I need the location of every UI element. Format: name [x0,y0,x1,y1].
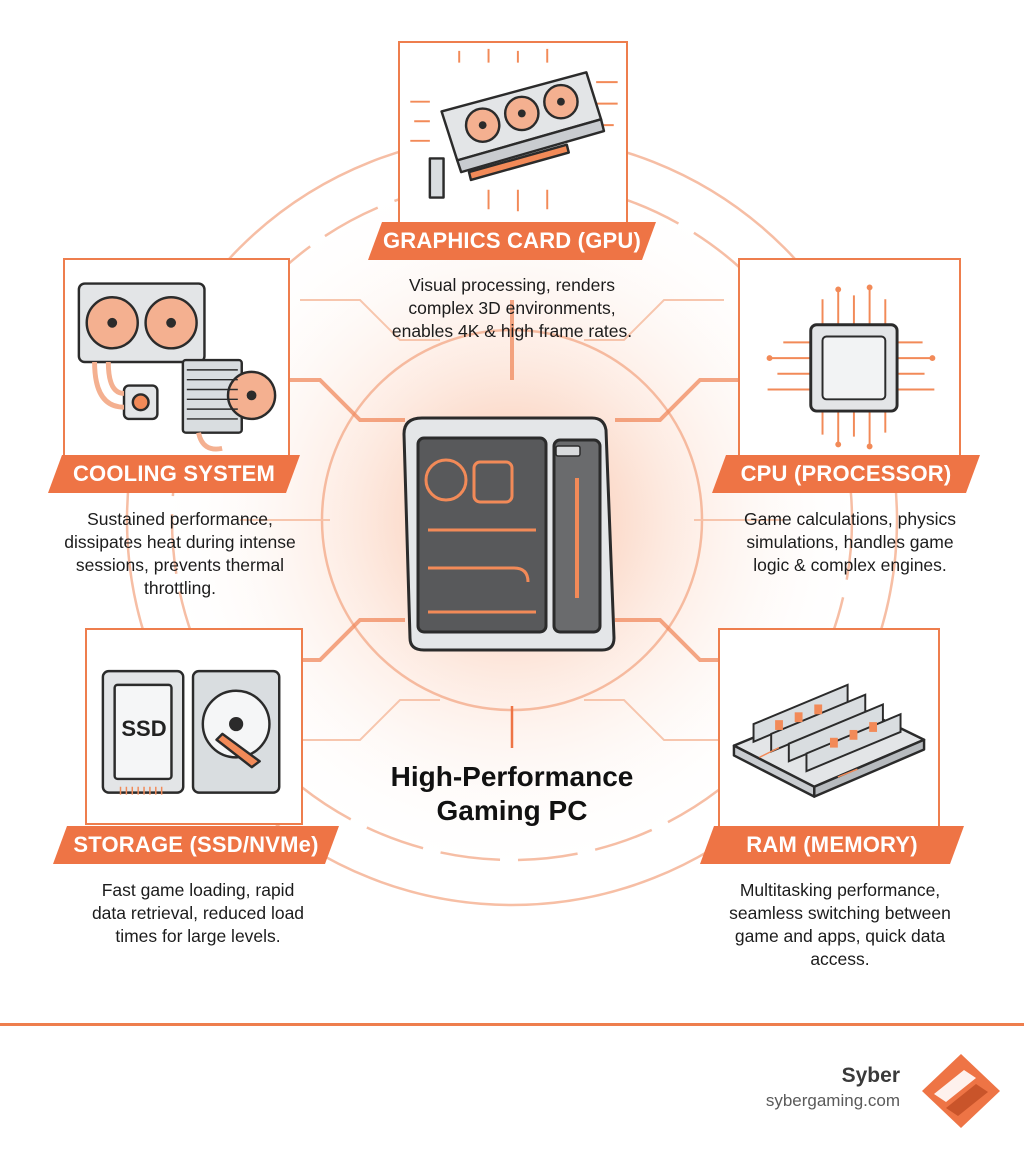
ram-desc-line-2: seamless switching between [729,903,951,923]
cpu-illustration-box [738,258,961,468]
ram-desc-line-3: game and apps, quick data [734,926,946,946]
ram-description: Multitasking performance, seamless switc… [680,879,1000,971]
ssd-label: SSD [121,716,167,741]
ram-desc-line-4: access. [810,949,870,969]
cooling-desc-line-2: dissipates heat during intense [64,532,296,552]
ram-desc-line-1: Multitasking performance, [739,880,941,900]
brand-url[interactable]: sybergaming.com [765,1091,900,1110]
gpu-description: Visual processing, renders complex 3D en… [344,274,680,343]
cooling-desc-line-1: Sustained performance, [87,509,273,529]
cooling-illustration-box [63,258,290,470]
center-title-line-2: Gaming PC [436,795,588,826]
storage-description: Fast game loading, rapid data retrieval,… [48,879,348,948]
storage-illustration-box: SSD [85,628,303,825]
syber-logo-icon [922,1054,1000,1128]
center-title: High-Performance Gaming PC [362,760,662,828]
brand-name: Syber [841,1064,900,1087]
cpu-processor-icon [766,284,936,450]
gpu-illustration-box [398,41,628,224]
cooling-desc-line-3: sessions, prevents thermal [75,555,285,575]
ram-illustration-box [718,628,940,828]
gpu-title-banner: GRAPHICS CARD (GPU) [368,222,656,260]
cooling-title-banner: COOLING SYSTEM [48,455,300,493]
footer-divider [0,1023,1024,1026]
gpu-desc-line-2: complex 3D environments, [408,298,616,318]
gpu-desc-line-1: Visual processing, renders [409,275,615,295]
storage-desc-line-3: times for large levels. [115,926,281,946]
cooling-system-icon [77,282,277,452]
ram-memory-icon [732,683,926,798]
cpu-desc-line-2: simulations, handles game [746,532,954,552]
storage-desc-line-1: Fast game loading, rapid [101,880,295,900]
gpu-desc-line-3: enables 4K & high frame rates. [391,321,633,341]
pc-case-icon [402,416,616,652]
cpu-title-banner: CPU (PROCESSOR) [712,455,980,493]
ram-title-banner: RAM (MEMORY) [700,826,964,864]
graphics-card-icon [410,48,618,212]
cooling-description: Sustained performance, dissipates heat d… [20,508,340,600]
cpu-description: Game calculations, physics simulations, … [700,508,1000,577]
cooling-desc-line-4: throttling. [144,578,216,598]
cpu-desc-line-1: Game calculations, physics [743,509,957,529]
cpu-desc-line-3: logic & complex engines. [753,555,947,575]
storage-title-banner: STORAGE (SSD/NVMe) [53,826,339,864]
storage-desc-line-2: data retrieval, reduced load [91,903,305,923]
center-title-line-1: High-Performance [390,761,634,792]
storage-drives-icon [101,669,281,795]
